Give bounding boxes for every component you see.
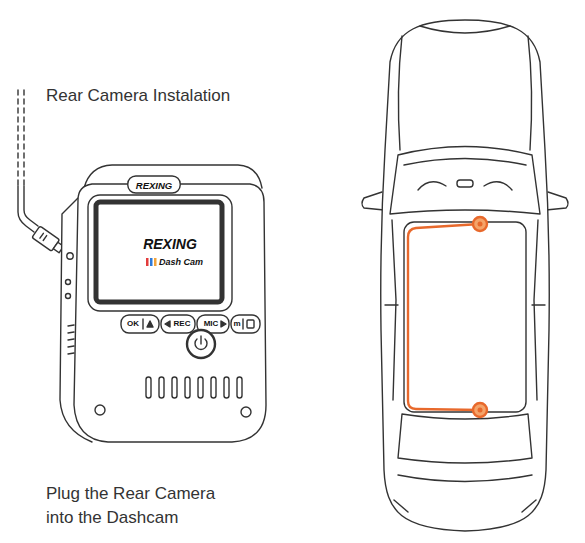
drawing-part — [96, 202, 222, 302]
drawing-part — [68, 346, 74, 347]
drawing-part — [392, 220, 396, 400]
drawing-part — [67, 253, 73, 259]
button-label: REC — [174, 319, 191, 329]
drawing-part — [43, 236, 46, 241]
drawing-part — [528, 36, 532, 150]
drawing-part — [473, 217, 487, 231]
drawing-part — [142, 319, 143, 329]
drawing-part — [18, 20, 568, 531]
drawing-part — [381, 20, 550, 531]
drawing-part — [394, 500, 408, 512]
drawing-part — [211, 377, 216, 398]
drawing-part — [478, 222, 483, 227]
drawing-part — [200, 336, 201, 344]
drawing-part — [24, 186, 38, 226]
button-label: OK — [127, 319, 139, 329]
drawing-part — [95, 405, 105, 415]
drawing-part — [23, 90, 24, 186]
drawing-part — [161, 315, 195, 333]
drawing-part — [40, 233, 43, 238]
drawing-part — [74, 184, 266, 442]
drawing-part — [398, 475, 532, 482]
drawing-part — [147, 321, 153, 327]
drawing-part — [66, 294, 71, 299]
drawing-part — [473, 403, 487, 417]
drawing-part — [247, 320, 254, 328]
drawing-part — [150, 258, 153, 266]
drawing-part — [165, 321, 170, 327]
drawing-part — [398, 36, 402, 150]
brand-logo: REXING — [136, 179, 172, 190]
drawing-part — [68, 339, 74, 340]
drawing-part — [420, 26, 510, 33]
drawing-part — [237, 377, 242, 398]
drawing-part — [390, 147, 540, 215]
drawing-part — [404, 222, 526, 412]
drawing-part — [457, 180, 473, 187]
drawing-part — [128, 176, 180, 193]
heading-label: Rear Camera Instalation — [46, 86, 230, 106]
drawing-part — [532, 304, 545, 305]
rear-camera-cable — [18, 90, 65, 255]
drawing-part — [88, 195, 232, 311]
drawing-part — [224, 377, 229, 398]
drawing-part — [68, 325, 74, 326]
drawing-part — [408, 224, 480, 410]
drawing-part — [242, 319, 243, 329]
drawing-part — [398, 414, 532, 463]
drawing-part — [154, 258, 157, 266]
drawing-part — [159, 377, 164, 398]
button-label: m — [233, 319, 240, 329]
drawing-part — [484, 182, 512, 190]
drawing-part — [146, 258, 149, 266]
drawing-part — [522, 500, 536, 512]
drawing-part — [385, 304, 398, 305]
drawing-part — [418, 182, 446, 190]
drawing-part — [66, 280, 71, 285]
drawing-part — [185, 377, 190, 398]
drawing-part — [362, 192, 384, 210]
car-top-view — [362, 20, 568, 531]
button-label: MIC — [204, 319, 219, 329]
drawing-part — [221, 321, 226, 327]
drawing-part — [121, 315, 159, 333]
instruction-label: Plug the Rear Camera into the Dashcam — [46, 482, 236, 530]
drawing-part — [241, 407, 251, 417]
drawing-part — [146, 377, 151, 398]
dashcam-body — [60, 165, 266, 442]
drawing-part — [172, 377, 177, 398]
drawing-part — [17, 90, 18, 186]
drawing-part — [68, 353, 74, 354]
drawing-part — [478, 408, 483, 413]
wire-route — [408, 217, 487, 417]
drawing-part — [198, 377, 203, 398]
drawing-part — [231, 315, 260, 333]
drawing-part — [68, 332, 74, 333]
drawing-part — [187, 330, 215, 358]
screen-logo: REXING — [143, 236, 197, 253]
drawing-part — [18, 186, 34, 232]
drawing-part — [534, 220, 538, 400]
drawing-part — [546, 192, 568, 210]
drawing-part — [32, 226, 65, 255]
drawing-part — [404, 159, 526, 166]
screen-subtitle: Dash Cam — [159, 257, 203, 268]
